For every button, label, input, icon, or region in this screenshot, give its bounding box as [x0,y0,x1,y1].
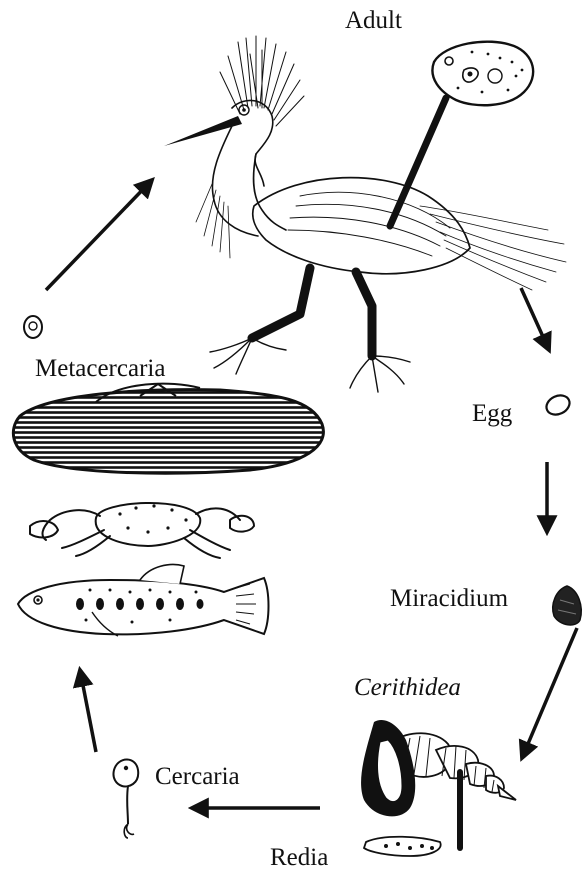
label-cerithidea: Cerithidea [354,674,461,701]
crab-illustration [30,503,254,558]
snail-cerithidea-illustration [361,720,516,848]
arrow-adult-to-egg [521,288,549,350]
label-redia: Redia [270,844,328,871]
label-cercaria: Cercaria [155,763,240,790]
arrow-metacercaria-to-adult [46,180,152,290]
adult-fluke-illustration [432,42,533,106]
label-miracidium: Miracidium [390,585,509,612]
label-adult: Adult [345,7,402,34]
clam-illustration [13,384,323,474]
cercaria-illustration [113,760,138,839]
metacercaria-cyst-illustration [24,316,42,338]
arrow-miracidium-to-snail [522,628,577,758]
label-egg: Egg [472,400,513,427]
redia-illustration [364,837,441,856]
label-metacercaria: Metacercaria [35,355,165,382]
fish-illustration [18,565,269,636]
miracidium-illustration [553,586,581,625]
arrow-cercaria-to-fish [80,670,96,752]
egg-illustration [543,392,572,418]
